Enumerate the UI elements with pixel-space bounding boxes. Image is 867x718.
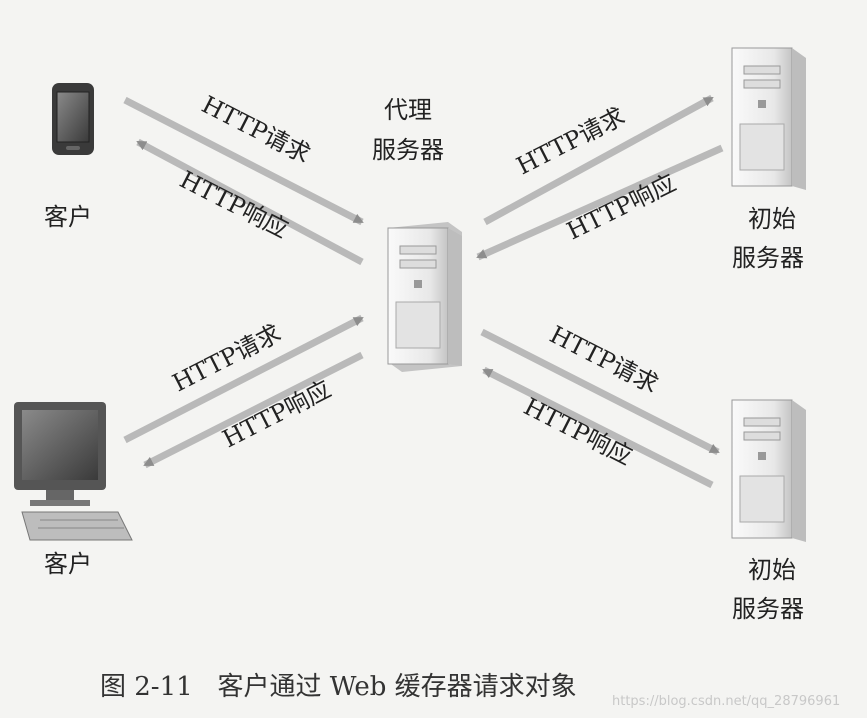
origin-bottom-label-line1: 初始 — [748, 556, 796, 584]
client-bottom-label: 客户 — [44, 550, 92, 578]
origin-bottom-label-line2: 服务器 — [732, 595, 804, 623]
proxy-label-line2: 服务器 — [372, 136, 444, 164]
server-tower-icon — [731, 399, 806, 542]
server-tower-icon — [731, 47, 806, 190]
client-top-label: 客户 — [44, 203, 92, 231]
origin-top-label-line2: 服务器 — [732, 244, 804, 272]
arrow-label-request: HTTP请求 — [545, 320, 662, 398]
watermark: https://blog.csdn.net/qq_28796961 — [612, 694, 840, 709]
proxy-label-line1: 代理 — [384, 96, 432, 124]
desktop-computer-icon — [14, 402, 133, 541]
arrow-label-response: HTTP响应 — [562, 169, 680, 246]
smartphone-icon — [52, 83, 94, 155]
origin-top-label-line1: 初始 — [748, 205, 796, 233]
figure-caption: 图 2-11 客户通过 Web 缓存器请求对象 — [100, 672, 577, 702]
server-tower-icon — [387, 222, 462, 372]
arrow-label-request: HTTP请求 — [197, 90, 314, 168]
arrow-label-request: HTTP请求 — [512, 102, 629, 180]
